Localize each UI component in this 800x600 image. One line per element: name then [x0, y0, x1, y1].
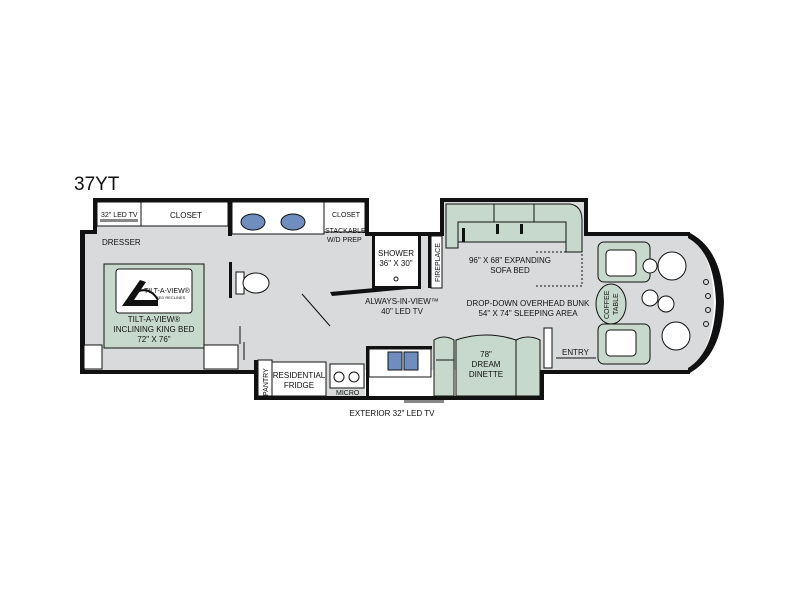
closet-bath-label: CLOSET: [332, 212, 361, 219]
bed-label-3: 72" X 76": [137, 335, 170, 344]
dash-lights: [703, 279, 711, 327]
shower: [375, 236, 418, 286]
coffee-label-1: COFFEE: [604, 290, 611, 319]
bath-door: [301, 293, 331, 327]
tv-label-1: ALWAYS-IN-VIEW™: [365, 297, 439, 306]
dinette-label-3: DINETTE: [469, 370, 503, 379]
led-tv-bedroom-label: 32" LED TV: [101, 212, 138, 219]
fridge-label-2: FRIDGE: [284, 381, 314, 390]
svg-text:BED RECLINES: BED RECLINES: [156, 295, 186, 300]
exterior-tv-label: EXTERIOR 32" LED TV: [350, 409, 436, 418]
sofa-label-1: 96" X 68" EXPANDING: [469, 256, 551, 265]
coffee-table: [595, 283, 627, 325]
bedroom-closet-top: [96, 201, 229, 227]
dinette-label-1: 78": [480, 350, 492, 359]
exterior-tv: [404, 400, 444, 403]
sink-right: [403, 351, 419, 371]
residential-fridge: [271, 361, 327, 397]
micro-label: MICRO: [336, 390, 360, 397]
stackable-label-2: W/D PREP: [327, 237, 362, 244]
bath-vanity: [231, 201, 325, 235]
model-name: 37YT: [74, 174, 120, 195]
bunk-label-2: 54" X 74" SLEEPING AREA: [478, 309, 578, 318]
coffee-label-2: TABLE: [613, 293, 620, 315]
svg-text:TILT-A-VIEW®: TILT-A-VIEW®: [144, 287, 191, 295]
stackable-label-1: STACKABLE: [325, 228, 366, 235]
dinette-label-2: DREAM: [472, 360, 501, 369]
pantry-label: PANTRY: [263, 368, 270, 396]
sink-left: [387, 351, 403, 371]
entry-step: [543, 327, 553, 369]
toilet: [235, 271, 270, 295]
cockpit-seats: [597, 241, 691, 365]
nightstand-right: [203, 344, 239, 370]
bath-closet: [323, 201, 366, 233]
dresser-label: DRESSER: [102, 238, 141, 247]
nightstand-left: [83, 344, 103, 370]
expanding-sofa-bed: [445, 203, 583, 287]
tilt-a-view-logo: TILT-A-VIEW® BED RECLINES: [115, 268, 193, 314]
dream-dinette: [433, 334, 541, 397]
sofa-label-2: SOFA BED: [490, 266, 530, 275]
bed-label-1: TILT-A-VIEW®: [128, 315, 181, 324]
fridge-label-1: RESIDENTIAL: [273, 371, 326, 380]
tv-label-2: 40" LED TV: [381, 307, 423, 316]
bed-label-2: INCLINING KING BED: [114, 325, 195, 334]
bunk-label-1: DROP-DOWN OVERHEAD BUNK: [467, 299, 590, 308]
exterior-walls: [80, 198, 724, 400]
shower-label-1: SHOWER: [378, 249, 414, 258]
entry-label: ENTRY: [562, 348, 590, 357]
fireplace-label: FIREPLACE: [435, 243, 442, 282]
shower-label-2: 36" X 30": [379, 259, 412, 268]
fireplace: [430, 235, 443, 289]
closet-bedroom-label: CLOSET: [170, 211, 202, 220]
